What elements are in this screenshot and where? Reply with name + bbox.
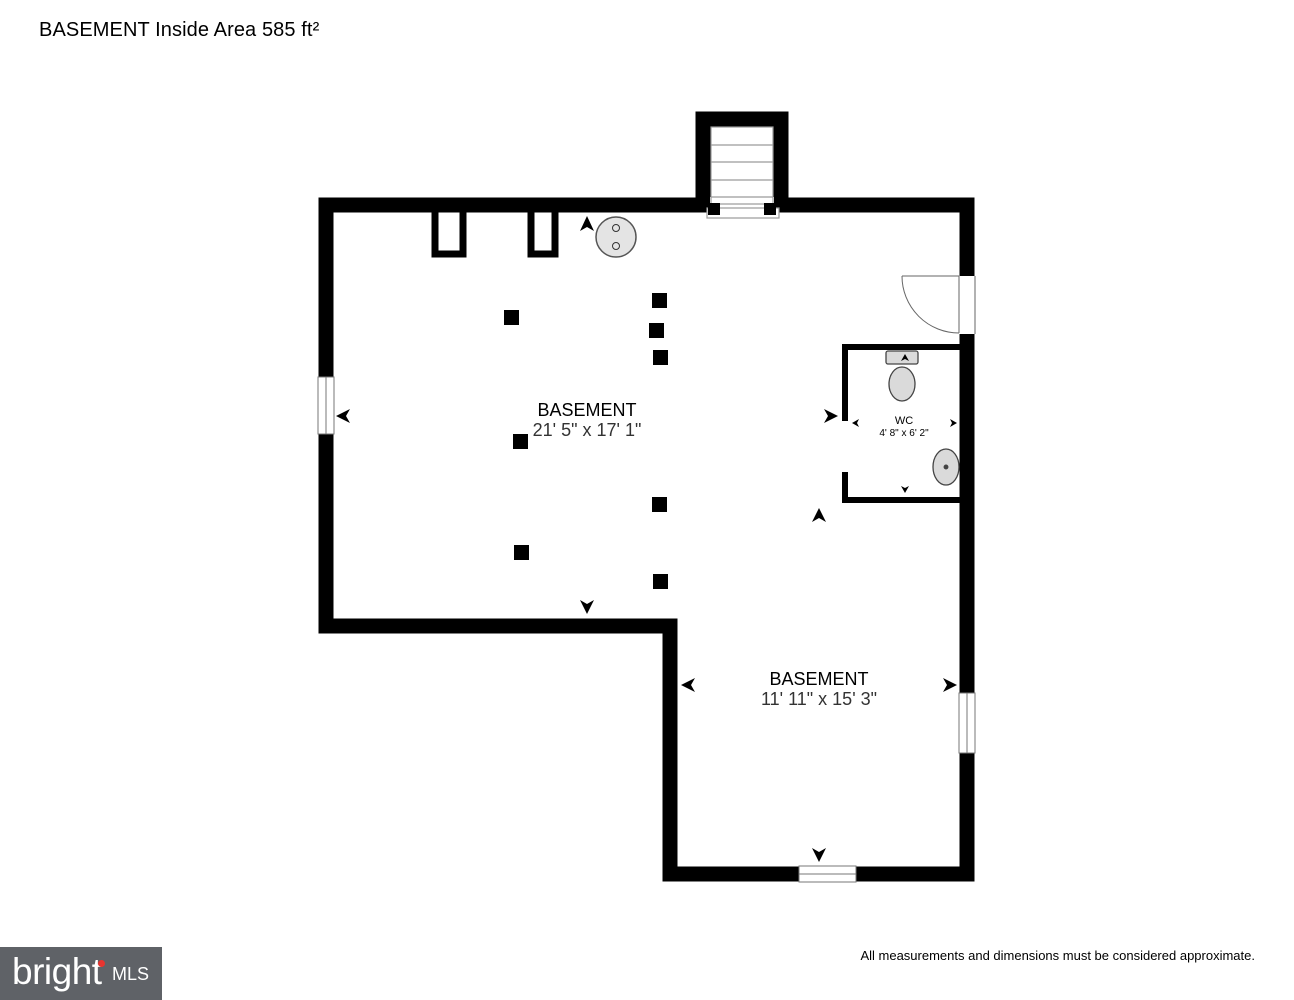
- wall-niche-2: [527, 212, 559, 258]
- window-left: [317, 376, 335, 435]
- water-heater-icon: [595, 216, 637, 258]
- logo-dot-icon: [98, 960, 105, 967]
- stairs: [706, 126, 780, 219]
- window-bottom: [798, 865, 857, 883]
- page-title: BASEMENT Inside Area 585 ft²: [39, 19, 320, 41]
- wc-walls-lower: [842, 472, 961, 503]
- columns: [504, 293, 668, 589]
- room-label-basement-2: BASEMENT: [769, 669, 868, 689]
- logo-mls: MLS: [112, 964, 150, 984]
- logo-wordmark: bright: [12, 951, 102, 992]
- wall-niche-1: [431, 212, 467, 258]
- room-dimensions-wc: 4' 8" x 6' 2": [879, 428, 929, 439]
- window-right: [958, 692, 976, 754]
- stair-walls: [695, 111, 789, 205]
- bright-mls-logo: bright MLS: [0, 947, 162, 1000]
- toilet-icon: [885, 350, 919, 402]
- door-opening: [958, 276, 976, 334]
- wc-walls: [842, 344, 961, 421]
- sink-icon: [932, 448, 960, 486]
- measurement-arrows: [336, 216, 957, 862]
- stair-post-left: [708, 203, 720, 215]
- disclaimer-text: All measurements and dimensions must be …: [860, 948, 1255, 963]
- exterior-walls: [318, 197, 975, 882]
- room-label-basement-1: BASEMENT: [537, 400, 636, 420]
- room-dimensions-basement-2: 11' 11" x 15' 3": [761, 689, 877, 709]
- room-label-wc: WC: [895, 415, 913, 427]
- room-dimensions-basement-1: 21' 5" x 17' 1": [533, 420, 642, 440]
- door-swing: [901, 275, 976, 334]
- stair-post-right: [764, 203, 776, 215]
